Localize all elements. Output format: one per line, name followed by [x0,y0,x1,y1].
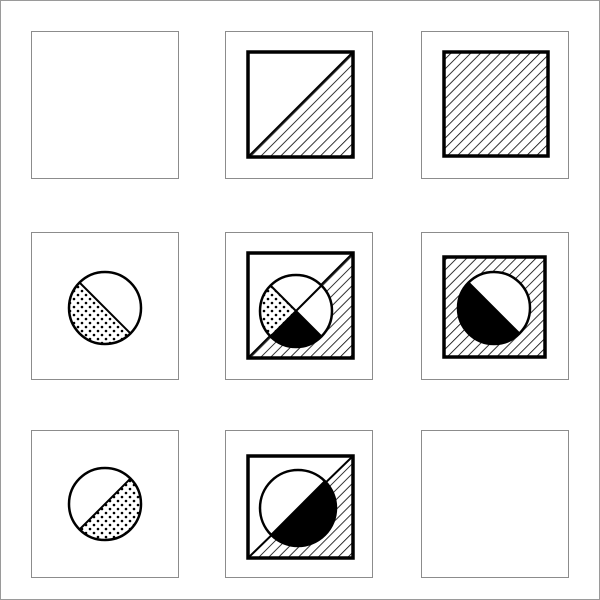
circle-outline [456,270,532,346]
hatched-square-fill [444,52,548,156]
cell-r1-c2 [225,31,373,179]
cell-r1-c1-figure [32,32,178,178]
square-outline [442,255,547,359]
cell-r2-c1-figure [67,270,143,346]
cell-r3-c2 [225,430,373,578]
square-outline [246,454,355,560]
cell-r2-c3-figure [442,255,547,359]
square-outline [246,251,355,360]
cell-r1-c3 [421,31,569,179]
cell-r2-c3 [421,232,569,380]
cell-r3-c3-figure [422,431,568,577]
cell-r2-c1 [31,232,179,380]
cell-r3-c1-figure [67,466,143,542]
diagonal-line [247,51,354,158]
circle-diagonal [78,477,132,531]
dotted-half [79,478,142,541]
cell-r1-c3-figure [442,50,550,158]
cell-r2-c2 [225,232,373,380]
cell-r1-c2-figure [246,50,355,159]
square-outline [246,50,355,159]
circle-diagonal [467,281,521,335]
cell-r2-c2-figure [246,251,355,360]
dotted-quadrant [259,285,296,337]
circle-outline [67,466,143,542]
cell-r3-c3-answer-blank [421,430,569,578]
black-quadrant [270,311,322,348]
cell-r1-c1 [31,31,179,179]
black-half [271,481,337,547]
black-half [457,282,520,345]
cell-r3-c2-figure [246,454,355,560]
cell-r3-c1 [31,430,179,578]
circle-outline [258,468,338,548]
dotted-half [68,282,131,345]
circle-diagonal [78,281,132,335]
circle-diagonal-b [269,284,323,338]
circle-diagonal [270,480,326,536]
square-outline [442,50,550,158]
circle-outline [258,273,334,349]
circle-outline [67,270,143,346]
